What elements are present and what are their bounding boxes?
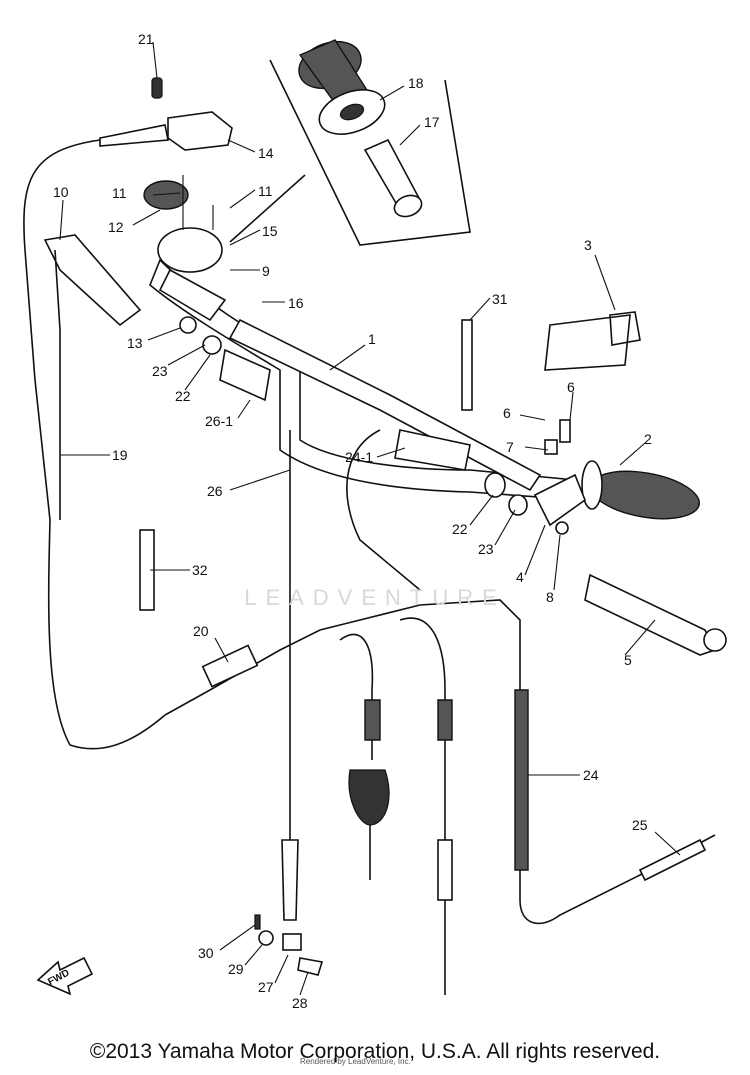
inset-grip-detail — [229, 39, 471, 246]
callout-11-right: 11 — [258, 183, 273, 199]
callout-14: 14 — [258, 145, 274, 161]
callout-12: 12 — [108, 219, 124, 235]
callout-25: 25 — [632, 817, 648, 833]
callout-3: 3 — [584, 237, 592, 253]
callout-9: 9 — [262, 263, 270, 279]
callout-2: 2 — [644, 431, 652, 447]
callout-8: 8 — [546, 589, 554, 605]
left-control-assembly — [43, 77, 271, 402]
callout-23-left: 23 — [152, 363, 168, 379]
callout-26: 26 — [207, 483, 223, 499]
callout-6-left: 6 — [503, 405, 511, 421]
callout-20: 20 — [193, 623, 209, 639]
right-control-assembly — [139, 311, 727, 656]
callout-30: 30 — [198, 945, 214, 961]
callout-26-1: 26-1 — [205, 413, 233, 429]
callout-labels: 21 18 17 14 11 10 11 12 15 9 16 31 3 13 … — [53, 31, 652, 1011]
callout-29: 29 — [228, 961, 244, 977]
watermark: LEADVENTURE — [244, 585, 506, 610]
callout-11-left: 11 — [112, 185, 127, 201]
callout-4: 4 — [516, 569, 524, 585]
callout-18: 18 — [408, 75, 424, 91]
cables — [23, 139, 716, 995]
callout-1: 1 — [368, 331, 376, 347]
callout-21: 21 — [138, 31, 154, 47]
callout-6-right: 6 — [567, 379, 575, 395]
callout-24-1: 24-1 — [345, 449, 373, 465]
callout-19: 19 — [112, 447, 128, 463]
copyright-notice: ©2013 Yamaha Motor Corporation, U.S.A. A… — [89, 1040, 661, 1063]
callout-31: 31 — [492, 291, 508, 307]
bottom-small-parts — [254, 914, 324, 976]
callout-22-left: 22 — [175, 388, 191, 404]
callout-28: 28 — [292, 995, 308, 1011]
leader-lines — [59, 41, 681, 996]
callout-22-right: 22 — [452, 521, 468, 537]
callout-10: 10 — [53, 184, 69, 200]
callout-27: 27 — [258, 979, 274, 995]
callout-16: 16 — [288, 295, 304, 311]
callout-23-right: 23 — [478, 541, 494, 557]
callout-7: 7 — [506, 439, 514, 455]
callout-15: 15 — [262, 223, 278, 239]
callout-5: 5 — [624, 652, 632, 668]
callout-24: 24 — [583, 767, 599, 783]
callout-32: 32 — [192, 562, 208, 578]
callout-13: 13 — [127, 335, 143, 351]
render-credit: Rendered by LeadVenture, Inc. — [300, 1057, 411, 1066]
fwd-arrow-icon: FWD — [36, 956, 94, 996]
callout-17: 17 — [424, 114, 440, 130]
